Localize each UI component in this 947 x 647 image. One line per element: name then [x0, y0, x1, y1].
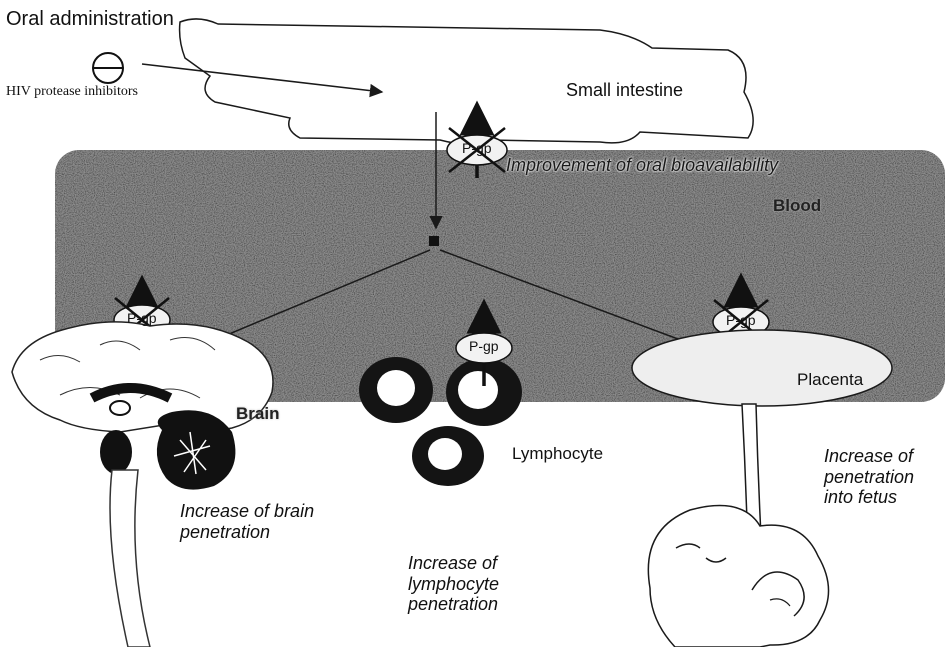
brain-penetration-label: Increase of brain penetration	[180, 501, 314, 542]
fetus-penetration-label: Increase of penetration into fetus	[824, 446, 914, 508]
fetus-icon	[648, 506, 828, 647]
brain-icon	[12, 322, 273, 647]
hiv-protease-inhibitors-label: HIV protease inhibitors	[6, 84, 138, 100]
pgp-label: P-gp	[127, 310, 157, 326]
placenta-label: Placenta	[797, 370, 863, 390]
placenta-shape	[632, 330, 892, 406]
lymphocyte-penetration-label: Increase of lymphocyte penetration	[408, 553, 499, 615]
pgp-label: P-gp	[462, 140, 492, 156]
circle-minus-icon	[93, 53, 123, 83]
lymphocyte-cell	[412, 426, 484, 486]
pgp-label: P-gp	[726, 312, 756, 328]
drug-dot	[429, 236, 439, 246]
oral-administration-label: Oral administration	[6, 8, 174, 31]
brain-label: Brain	[236, 404, 279, 424]
pgp-label: P-gp	[469, 338, 499, 354]
lymphocyte-label: Lymphocyte	[512, 444, 603, 464]
oral-bioavailability-label: Improvement of oral bioavailability	[506, 155, 778, 176]
small-intestine-label: Small intestine	[566, 80, 683, 101]
blood-label: Blood	[773, 196, 821, 216]
lymphocyte-cell	[359, 357, 433, 423]
